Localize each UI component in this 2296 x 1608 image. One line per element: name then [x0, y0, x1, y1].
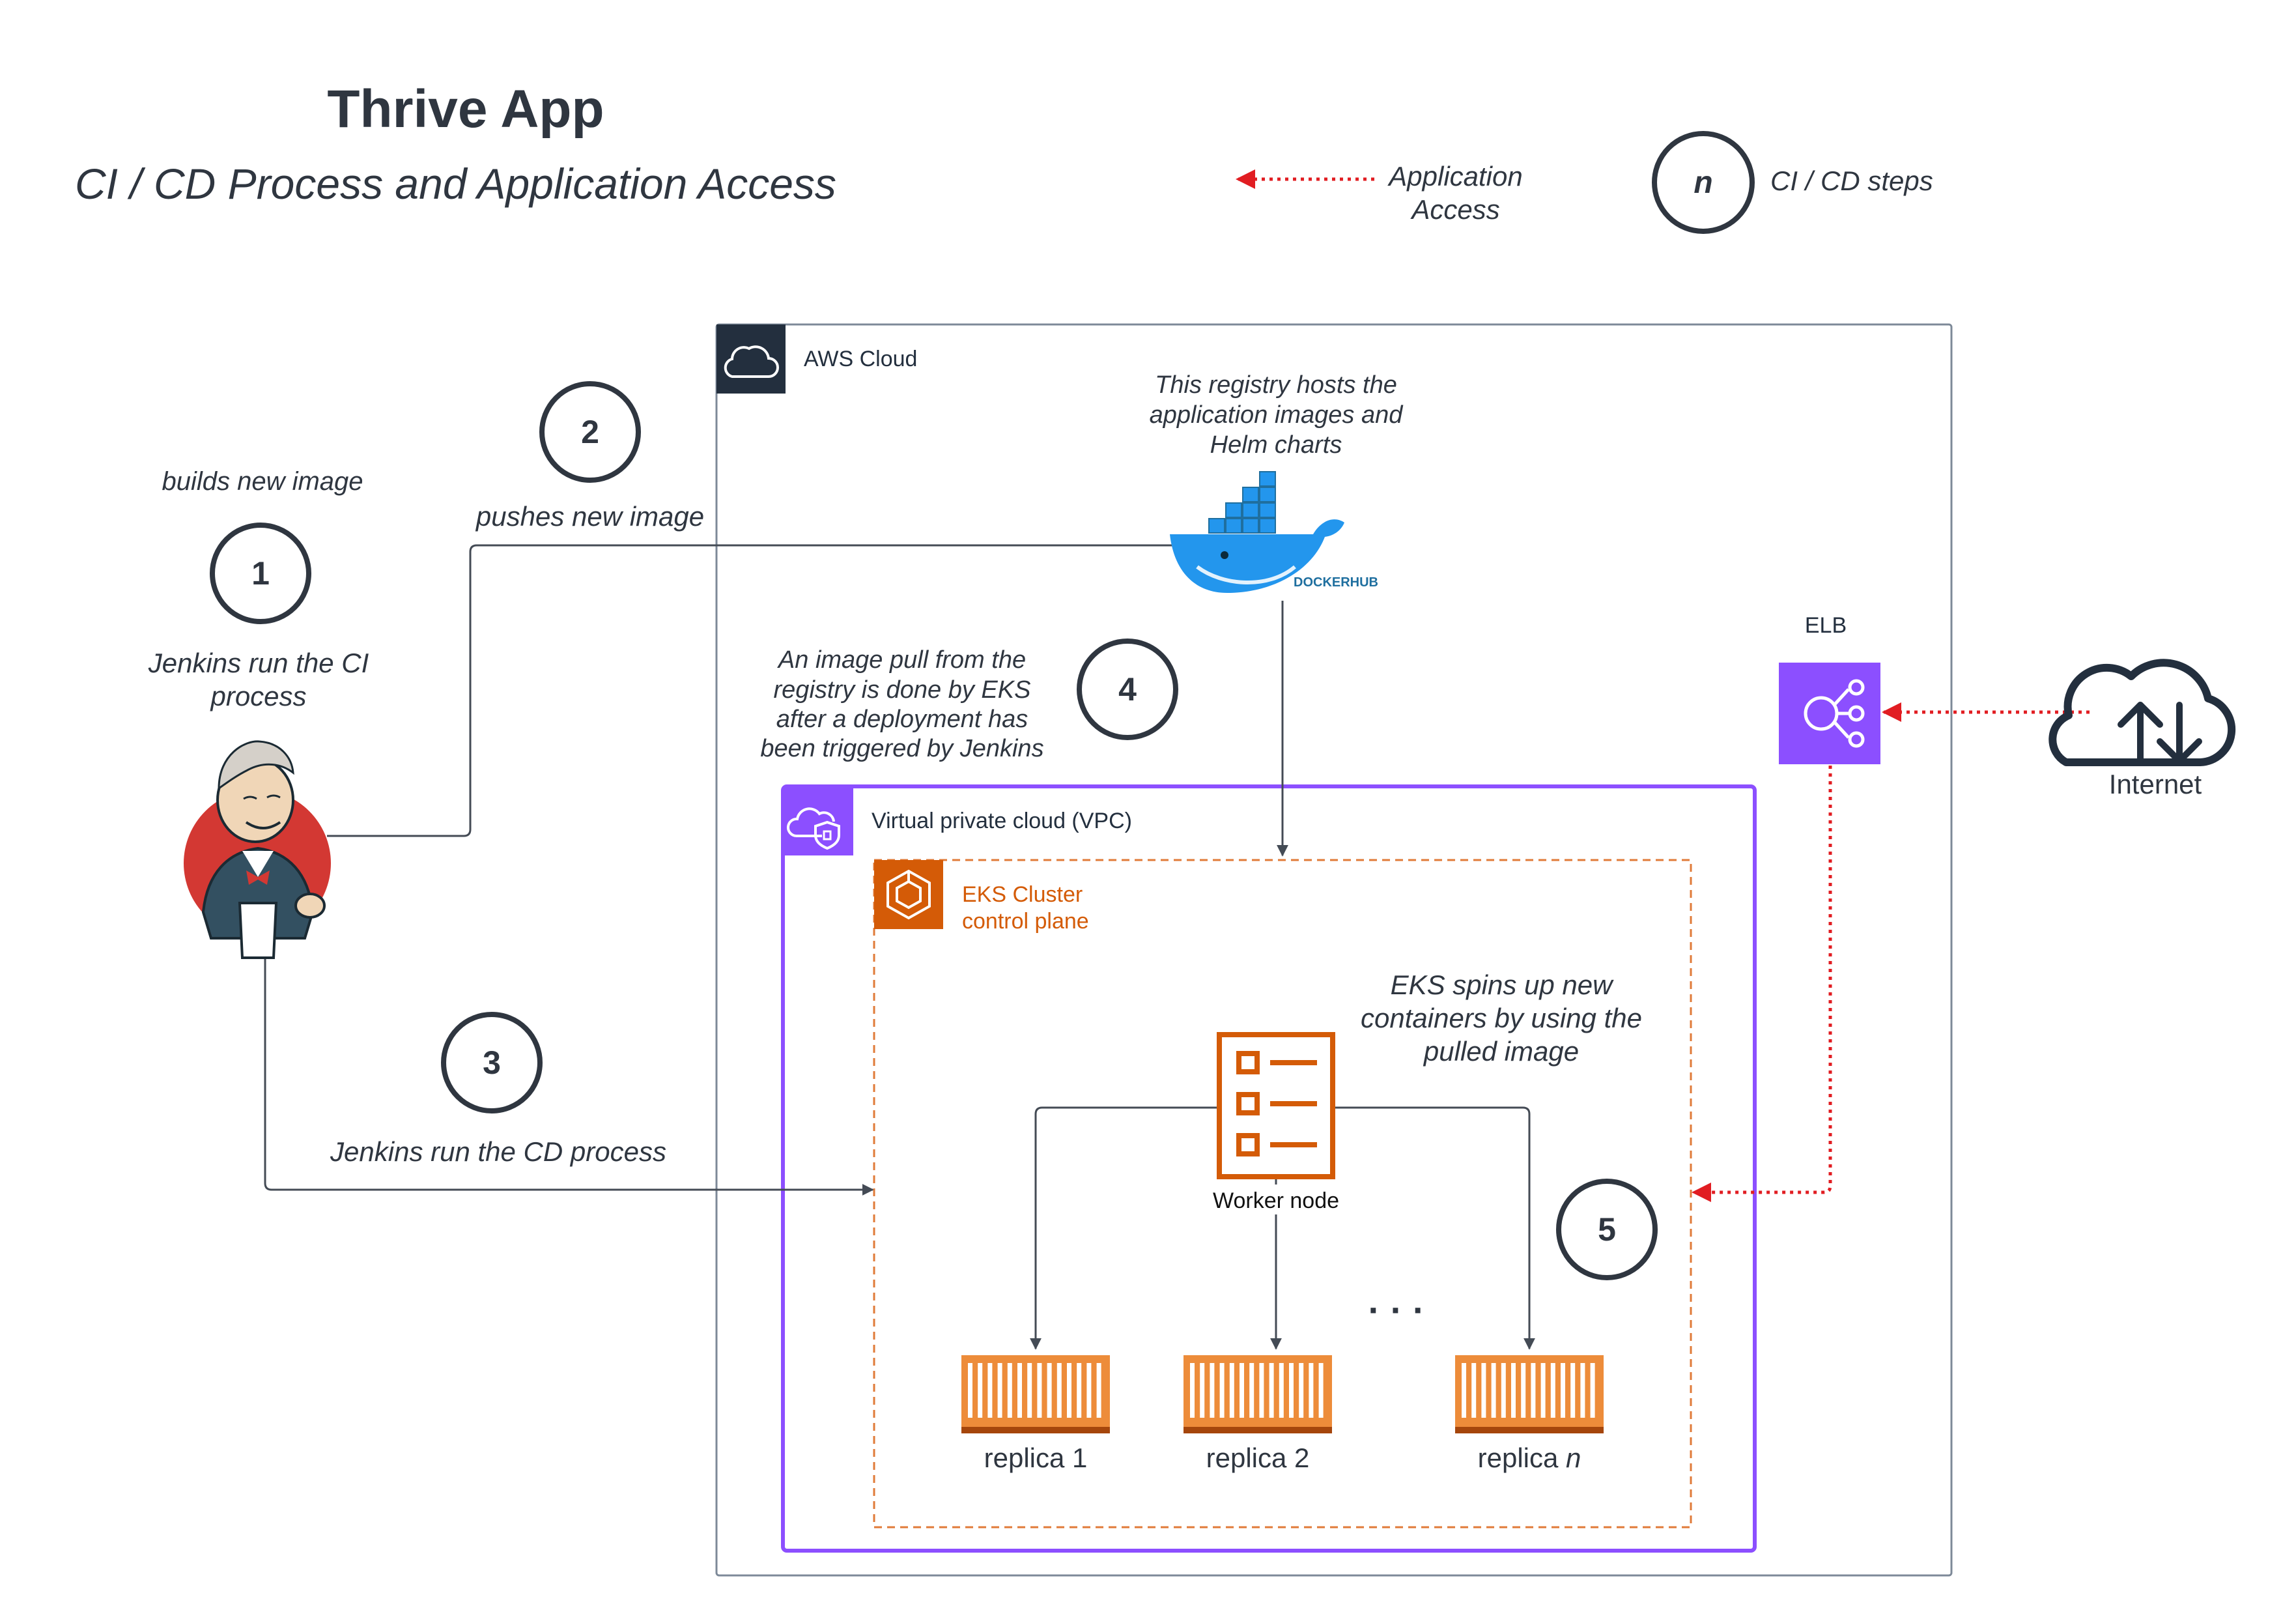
dockerhub-logo-icon: DOCKERHUB: [1170, 471, 1378, 593]
load-balancer-icon: [1804, 679, 1865, 748]
eks-note-line-1: EKS spins up new: [1391, 969, 1615, 1000]
step-4-note-line-4: been triggered by Jenkins: [760, 735, 1043, 762]
replica-label-prefix: replica: [1478, 1443, 1566, 1473]
page-title: Thrive App: [327, 79, 604, 139]
container-icon: [1455, 1355, 1604, 1433]
replica-label: replica 1: [984, 1443, 1088, 1473]
replica-label-prefix: replica: [1206, 1443, 1294, 1473]
step-5-circle: [1556, 1179, 1658, 1280]
step-4-number: 4: [1118, 671, 1137, 708]
aws-cloud-boundary: [715, 323, 1953, 1577]
legend-access-label-2: Access: [1410, 194, 1499, 225]
aws-cloud-label: AWS Cloud: [804, 347, 917, 371]
replica-label-suffix: 2: [1294, 1443, 1309, 1473]
replica-n-arrow: [1333, 1106, 1535, 1350]
replica-label: replica n: [1478, 1443, 1581, 1473]
worker-node: Worker node: [1210, 1032, 1342, 1214]
worker-node-label: Worker node: [1213, 1188, 1339, 1213]
legend-access-label: Application: [1387, 161, 1522, 192]
eks-cluster-group: EKS Cluster control plane: [873, 859, 1692, 1529]
eks-note-line-2: containers by using the: [1361, 1003, 1642, 1033]
aws-cloud-group: AWS Cloud: [715, 323, 1953, 1577]
step-1: 1: [210, 523, 311, 624]
step-3-number: 3: [483, 1044, 501, 1081]
vpc-boundary: [781, 784, 1757, 1553]
checklist-icon: [1236, 1051, 1317, 1156]
elb-label: ELB: [1805, 613, 1847, 638]
internet-label: Internet: [2109, 769, 2202, 799]
dockerhub-label: DOCKERHUB: [1294, 575, 1378, 590]
push-image-arrow: [327, 539, 1187, 837]
jenkins-butler-icon: [184, 740, 331, 959]
registry-note-line-2: application images and: [1150, 401, 1404, 429]
step-2-number: 2: [581, 414, 599, 450]
deploy-arrow: [264, 958, 874, 1196]
registry-note-line-1: This registry hosts the: [1155, 371, 1397, 399]
legend-step-label: CI / CD steps: [1770, 165, 1933, 196]
elb-group: ELB: [1779, 613, 1880, 764]
step-4-note-line-1: An image pull from the: [777, 646, 1026, 674]
eks-control-plane-label: control plane: [962, 909, 1089, 934]
page-subtitle: CI / CD Process and Application Access: [75, 160, 836, 208]
eks-cluster-boundary: [873, 859, 1692, 1529]
step-5-number: 5: [1598, 1211, 1616, 1248]
step-2: 2 pushes new image: [475, 381, 704, 532]
eks-cluster-label: EKS Cluster: [962, 882, 1083, 907]
vpc-label: Virtual private cloud (VPC): [872, 809, 1132, 833]
step-3-circle: [441, 1012, 543, 1113]
vpc-group: Virtual private cloud (VPC): [781, 784, 1757, 1553]
replica-1: replica 1: [961, 1355, 1110, 1473]
replica-2: replica 2: [1183, 1355, 1332, 1473]
replica-label: replica 2: [1206, 1443, 1310, 1473]
step-4-note-line-3: after a deployment has: [776, 706, 1028, 733]
replica-label-prefix: replica: [984, 1443, 1072, 1473]
internet-group: Internet: [2048, 659, 2236, 799]
more-replicas-ellipsis: · · ·: [1368, 1289, 1424, 1330]
internet-cloud-icon: [2048, 659, 2236, 766]
registry-note-line-3: Helm charts: [1210, 431, 1342, 459]
replica-3: replica n: [1455, 1355, 1604, 1473]
step-1-circle: [210, 523, 311, 624]
legend: Application Access n CI / CD steps: [1236, 131, 1933, 234]
connectors: [264, 539, 1535, 1350]
legend-step-symbol: n: [1694, 165, 1712, 200]
eks-hexagon-icon: [886, 869, 931, 920]
vpc-cloud-lock-icon: [787, 807, 840, 850]
replica-1-arrow: [1030, 1106, 1219, 1350]
replica-label-suffix: 1: [1072, 1443, 1087, 1473]
builds-image-note: builds new image: [162, 467, 363, 496]
step-4-circle: [1077, 639, 1178, 740]
step-2-note: pushes new image: [475, 501, 704, 532]
step-2-circle: [539, 381, 641, 483]
ci-note-line-2: process: [209, 681, 306, 711]
aws-cloud-icon: [724, 345, 779, 378]
ci-note-line-1: Jenkins run the CI: [148, 648, 369, 678]
eks-note-line-3: pulled image: [1423, 1036, 1579, 1067]
elb-to-eks-arrow: [1692, 766, 1832, 1202]
container-icon: [1183, 1355, 1332, 1433]
upload-download-icon: [2118, 702, 2202, 764]
jenkins-group: builds new image Jenkins run the CI proc…: [148, 467, 369, 959]
legend-step-circle: [1652, 131, 1755, 234]
step-4: 4 An image pull from the registry is don…: [760, 639, 1178, 762]
step-4-note-line-2: registry is done by EKS: [774, 676, 1031, 704]
access-path: [1692, 702, 2090, 1202]
container-icon: [961, 1355, 1110, 1433]
dockerhub-group: This registry hosts the application imag…: [1150, 371, 1404, 593]
elb-icon-box: [1779, 663, 1880, 764]
replica-label-suffix: n: [1566, 1443, 1581, 1473]
step-3: 3 Jenkins run the CD process: [330, 1012, 666, 1167]
aws-cloud-icon-box: [716, 324, 786, 394]
step-3-note: Jenkins run the CD process: [330, 1136, 666, 1167]
step-5: 5: [1556, 1179, 1658, 1280]
step-1-number: 1: [251, 555, 270, 592]
